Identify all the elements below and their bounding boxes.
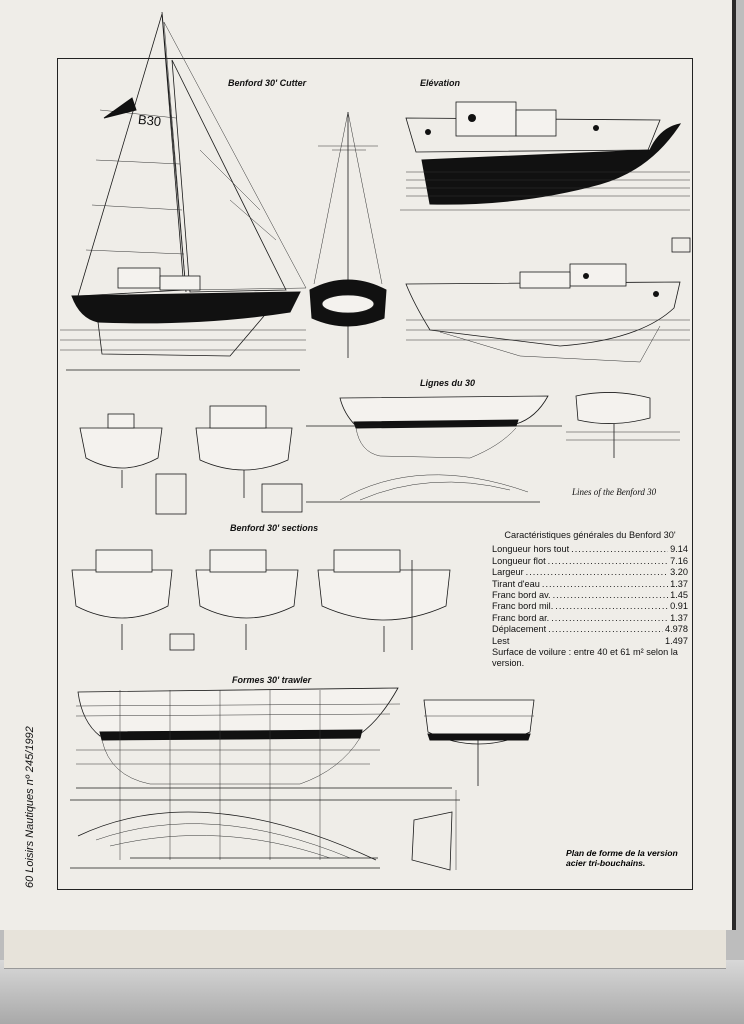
spec-row: Tirant d'eau............................… [492,578,688,589]
spec-row: Franc bord av...........................… [492,590,688,601]
page-edge-shadow [732,0,736,930]
spec-row: Largeur.................................… [492,567,688,578]
drawing-frame [57,58,693,890]
plan-note-line-1: Plan de forme de la version [566,848,678,858]
sections-caption: Benford 30' sections [230,523,319,533]
cutter-sail-plan-drawing [60,11,307,371]
sail-area-note: Surface de voilure : entre 40 et 61 m² s… [492,647,678,669]
elevation-drawing [400,101,691,363]
hull-sections-top-row [79,405,303,515]
trawler-lines-drawing [70,687,535,871]
spec-row: Franc bord mil..........................… [492,601,688,612]
sail-number: B30 [137,111,162,130]
plan-note-line-2: acier tri-bouchains. [566,858,646,868]
spec-row: Déplacement.............................… [492,624,688,635]
spec-row: Franc bord ar...........................… [492,612,688,623]
magazine-page: Benford 30' Cutter Elévation B30 Lignes … [0,0,736,930]
lines-caption: Lignes du 30 [420,378,476,388]
spec-row: Longueur flot...........................… [492,555,688,566]
spec-row: Longueur hors tout......................… [492,544,688,555]
elevation-caption: Elévation [420,78,461,88]
hull-sections-middle-row [71,549,451,652]
plan-note: Plan de forme de la version acier tri-bo… [566,848,678,868]
cutter-caption: Benford 30' Cutter [228,78,307,88]
technical-drawings [60,11,691,871]
page-footer-vertical: 60 Loisirs Nautiques nº 245/1992 [24,726,36,888]
trawler-caption: Formes 30' trawler [232,675,312,685]
lines-plan-drawing [306,392,680,503]
specifications-table: Caractéristiques générales du Benford 30… [492,530,688,670]
cutter-front-view-drawing [309,111,387,358]
specifications-title: Caractéristiques générales du Benford 30… [504,530,676,540]
lines-english-caption: Lines of the Benford 30 [572,487,657,497]
scanner-background [0,960,744,1024]
